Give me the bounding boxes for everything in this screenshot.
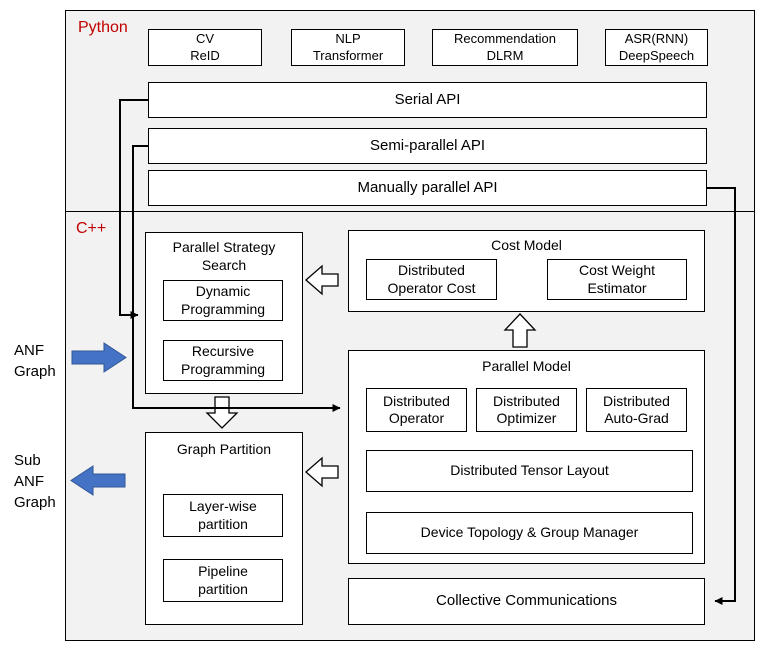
parallel-model-title: Parallel Model <box>482 358 571 374</box>
app-box-recommendation-dlrm: Recommendation DLRM <box>432 29 578 66</box>
cpp-section-label: C++ <box>76 220 107 237</box>
recursive-programming-box: Recursive Programming <box>163 340 283 381</box>
semi-parallel-api-box: Semi-parallel API <box>148 128 707 164</box>
sub-anf-graph-label: Sub ANF Graph <box>14 452 56 511</box>
app-box-asr-deepspeech: ASR(RNN) DeepSpeech <box>605 29 708 66</box>
device-topology-group-manager-box: Device Topology & Group Manager <box>366 512 693 554</box>
pipeline-partition-box: Pipeline partition <box>163 559 283 602</box>
cost-weight-estimator-box: Cost Weight Estimator <box>547 259 687 300</box>
collective-communications-box: Collective Communications <box>348 578 705 625</box>
serial-api-box: Serial API <box>148 82 707 118</box>
graph-partition-title: Graph Partition <box>176 441 272 457</box>
manually-parallel-api-box: Manually parallel API <box>148 170 707 206</box>
python-section-label: Python <box>78 19 128 36</box>
distributed-operator-cost-box: Distributed Operator Cost <box>366 259 497 300</box>
distributed-tensor-layout-box: Distributed Tensor Layout <box>366 450 693 492</box>
layer-wise-partition-box: Layer-wise partition <box>163 494 283 537</box>
app-box-cv-reid: CV ReID <box>148 29 262 66</box>
parallel-strategy-search-title: Parallel Strategy Search <box>172 239 276 273</box>
distributed-optimizer-box: Distributed Optimizer <box>476 388 577 432</box>
distributed-auto-grad-box: Distributed Auto-Grad <box>586 388 687 432</box>
app-box-nlp-transformer: NLP Transformer <box>291 29 405 66</box>
anf-graph-label: ANF Graph <box>14 342 56 380</box>
cost-model-title: Cost Model <box>491 237 562 253</box>
dynamic-programming-box: Dynamic Programming <box>163 280 283 321</box>
distributed-operator-box: Distributed Operator <box>366 388 467 432</box>
